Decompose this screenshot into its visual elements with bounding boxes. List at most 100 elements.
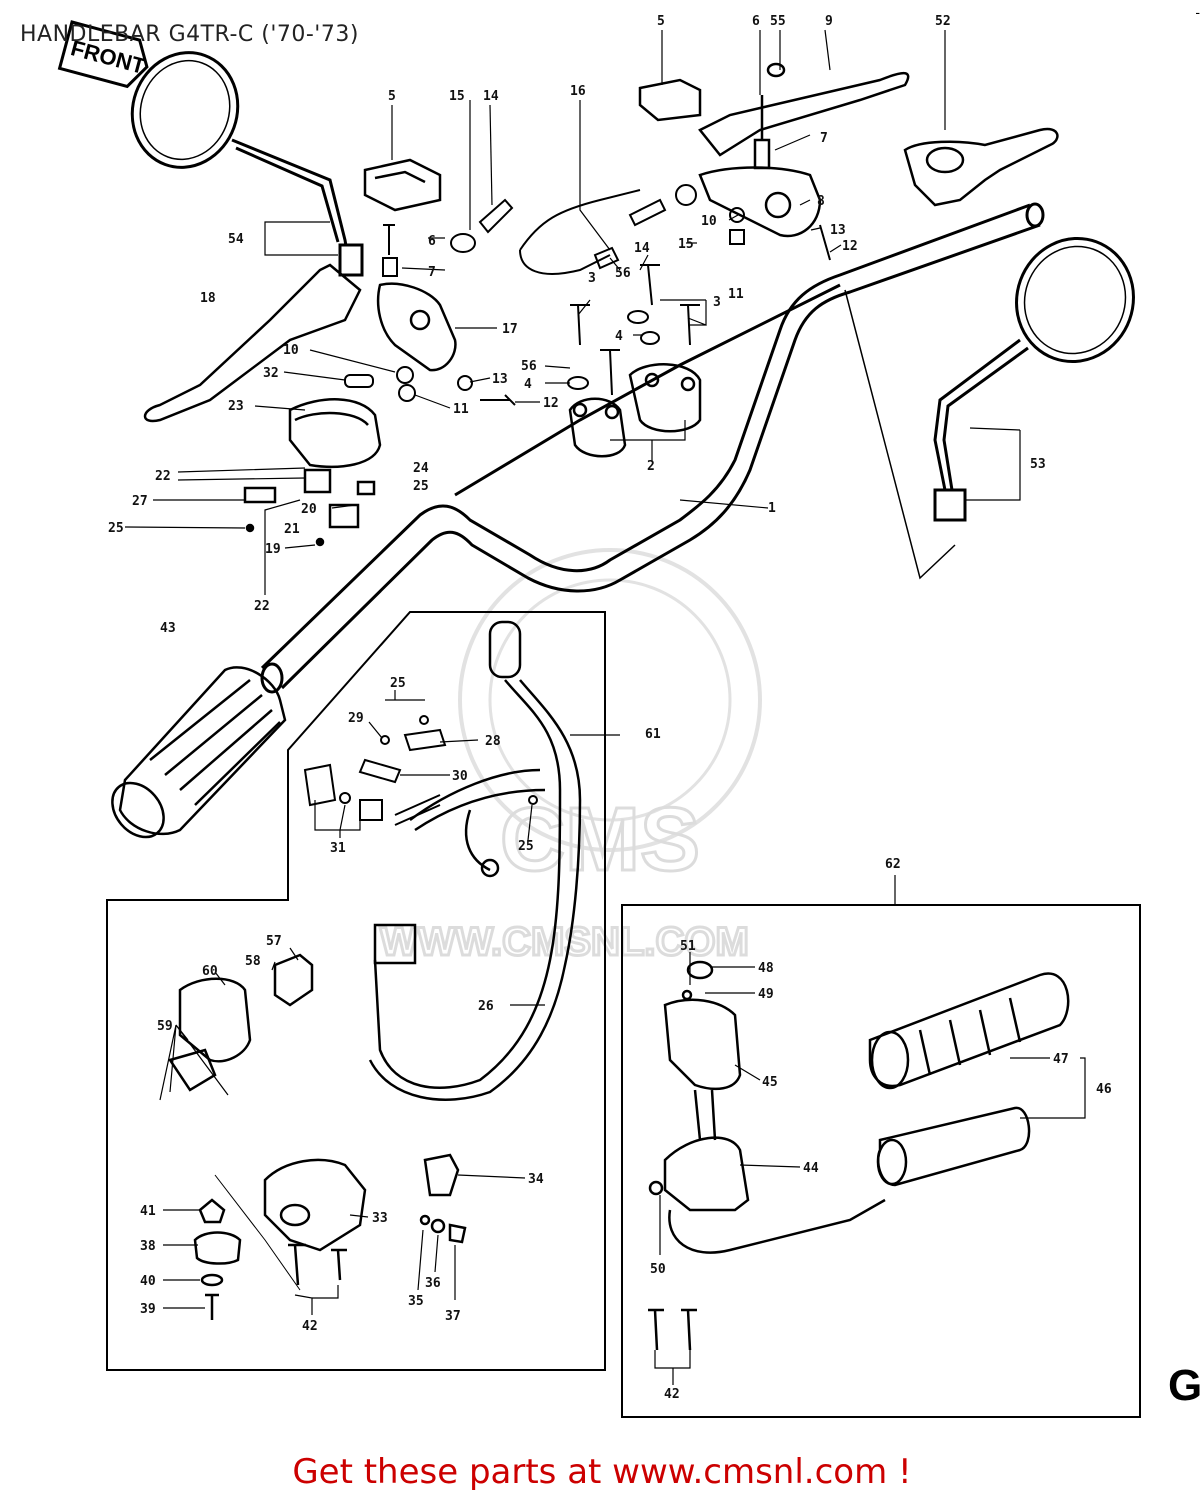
- callout-24: 24: [413, 461, 429, 476]
- callout-29: 29: [348, 711, 364, 726]
- callout-3a: 3: [588, 271, 596, 286]
- callout-20: 20: [301, 502, 317, 517]
- callout-22b: 22: [254, 599, 270, 614]
- callout-39: 39: [140, 1302, 156, 1317]
- callout-57: 57: [266, 934, 282, 949]
- callout-40: 40: [140, 1274, 156, 1289]
- clutch-lever: [143, 263, 457, 423]
- callout-26: 26: [478, 999, 494, 1014]
- page-title: HANDLEBAR G4TR-C ('70-'73): [20, 22, 359, 47]
- section-letter: G: [1168, 1361, 1202, 1410]
- watermark-url: WWW.CMSNL.COM: [380, 920, 749, 964]
- callout-56b: 56: [521, 359, 537, 374]
- callout-25d: 25: [518, 839, 534, 854]
- callout-59: 59: [157, 1019, 173, 1034]
- callout-1: 1: [768, 501, 776, 516]
- callout-55: 55: [770, 14, 786, 29]
- callout-47: 47: [1053, 1052, 1069, 1067]
- callout-22a: 22: [155, 469, 171, 484]
- throttle-housing: [243, 398, 382, 547]
- callout-11b: 11: [453, 402, 469, 417]
- callout-12b: 12: [543, 396, 559, 411]
- callout-48: 48: [758, 961, 774, 976]
- callout-54: 54: [228, 232, 244, 247]
- callout-17: 17: [502, 322, 518, 337]
- callout-44: 44: [803, 1161, 819, 1176]
- callout-5b: 5: [388, 89, 396, 104]
- callout-42a: 42: [302, 1319, 318, 1334]
- callout-53: 53: [1030, 457, 1046, 472]
- footer-link[interactable]: Get these parts at www.cmsnl.com !: [292, 1452, 912, 1492]
- right-switch: [638, 78, 702, 122]
- right-mirror: [844, 236, 1135, 580]
- callout-45: 45: [762, 1075, 778, 1090]
- leader-lines: [124, 29, 1086, 1385]
- callout-19: 19: [265, 542, 281, 557]
- callout-4a: 4: [615, 329, 623, 344]
- callout-28: 28: [485, 734, 501, 749]
- callout-34: 34: [528, 1172, 544, 1187]
- callout-56a: 56: [615, 266, 631, 281]
- callout-30: 30: [452, 769, 468, 784]
- callout-14b: 14: [634, 241, 650, 256]
- left-switch: [363, 158, 442, 212]
- callout-6a: 6: [752, 14, 760, 29]
- brake-lever: [698, 62, 910, 238]
- callout-7a: 7: [820, 131, 828, 146]
- callout-32: 32: [263, 366, 279, 381]
- throttle-lever: [903, 127, 1059, 207]
- callout-7b: 7: [428, 265, 436, 280]
- callout-60: 60: [202, 964, 218, 979]
- callout-16: 16: [570, 84, 586, 99]
- callout-58: 58: [245, 954, 261, 969]
- callout-61: 61: [645, 727, 661, 742]
- callout-6b: 6: [428, 234, 436, 249]
- right-small-parts: [519, 184, 831, 396]
- callout-33: 33: [372, 1211, 388, 1226]
- callout-62: 62: [885, 857, 901, 872]
- callout-50: 50: [650, 1262, 666, 1277]
- callout-13a: 13: [830, 223, 846, 238]
- switch-harness: [368, 620, 582, 1101]
- callout-labels: 1 2 3 3 4 4 5 5 6 6 7 7 8 9 10 10 11 11 …: [108, 14, 1112, 1402]
- callout-25b: 25: [108, 521, 124, 536]
- left-small-parts: [344, 198, 516, 406]
- callout-2: 2: [647, 459, 655, 474]
- horn-switch-parts: [168, 953, 467, 1320]
- callout-49: 49: [758, 987, 774, 1002]
- left-grip: [111, 666, 287, 839]
- handlebar: [260, 202, 1045, 694]
- corner-mark: -: [1195, 4, 1200, 20]
- callout-42b: 42: [664, 1387, 680, 1402]
- callout-10a: 10: [701, 214, 717, 229]
- callout-52: 52: [935, 14, 951, 29]
- callout-14a: 14: [483, 89, 499, 104]
- callout-5a: 5: [657, 14, 665, 29]
- callout-21: 21: [284, 522, 300, 537]
- callout-12a: 12: [842, 239, 858, 254]
- callout-36: 36: [425, 1276, 441, 1291]
- callout-51: 51: [680, 939, 696, 954]
- callout-27: 27: [132, 494, 148, 509]
- left-mirror: [130, 51, 364, 277]
- callout-4b: 4: [524, 377, 532, 392]
- left-subassembly-box: [106, 611, 606, 1371]
- callout-43: 43: [160, 621, 176, 636]
- callout-3b: 3: [713, 295, 721, 310]
- callout-13b: 13: [492, 372, 508, 387]
- callout-23: 23: [228, 399, 244, 414]
- callout-46: 46: [1096, 1082, 1112, 1097]
- callout-18: 18: [200, 291, 216, 306]
- callout-8: 8: [817, 194, 825, 209]
- callout-25a: 25: [413, 479, 429, 494]
- right-subassembly-box: [621, 904, 1141, 1418]
- callout-25c: 25: [390, 676, 406, 691]
- callout-15a: 15: [449, 89, 465, 104]
- dimmer-switch-parts: [303, 715, 538, 826]
- callout-15b: 15: [678, 237, 694, 252]
- callout-9: 9: [825, 14, 833, 29]
- handlebar-clamps: [568, 363, 702, 458]
- callout-41: 41: [140, 1204, 156, 1219]
- front-arrow-tag: FRONT: [57, 20, 149, 89]
- callout-31: 31: [330, 841, 346, 856]
